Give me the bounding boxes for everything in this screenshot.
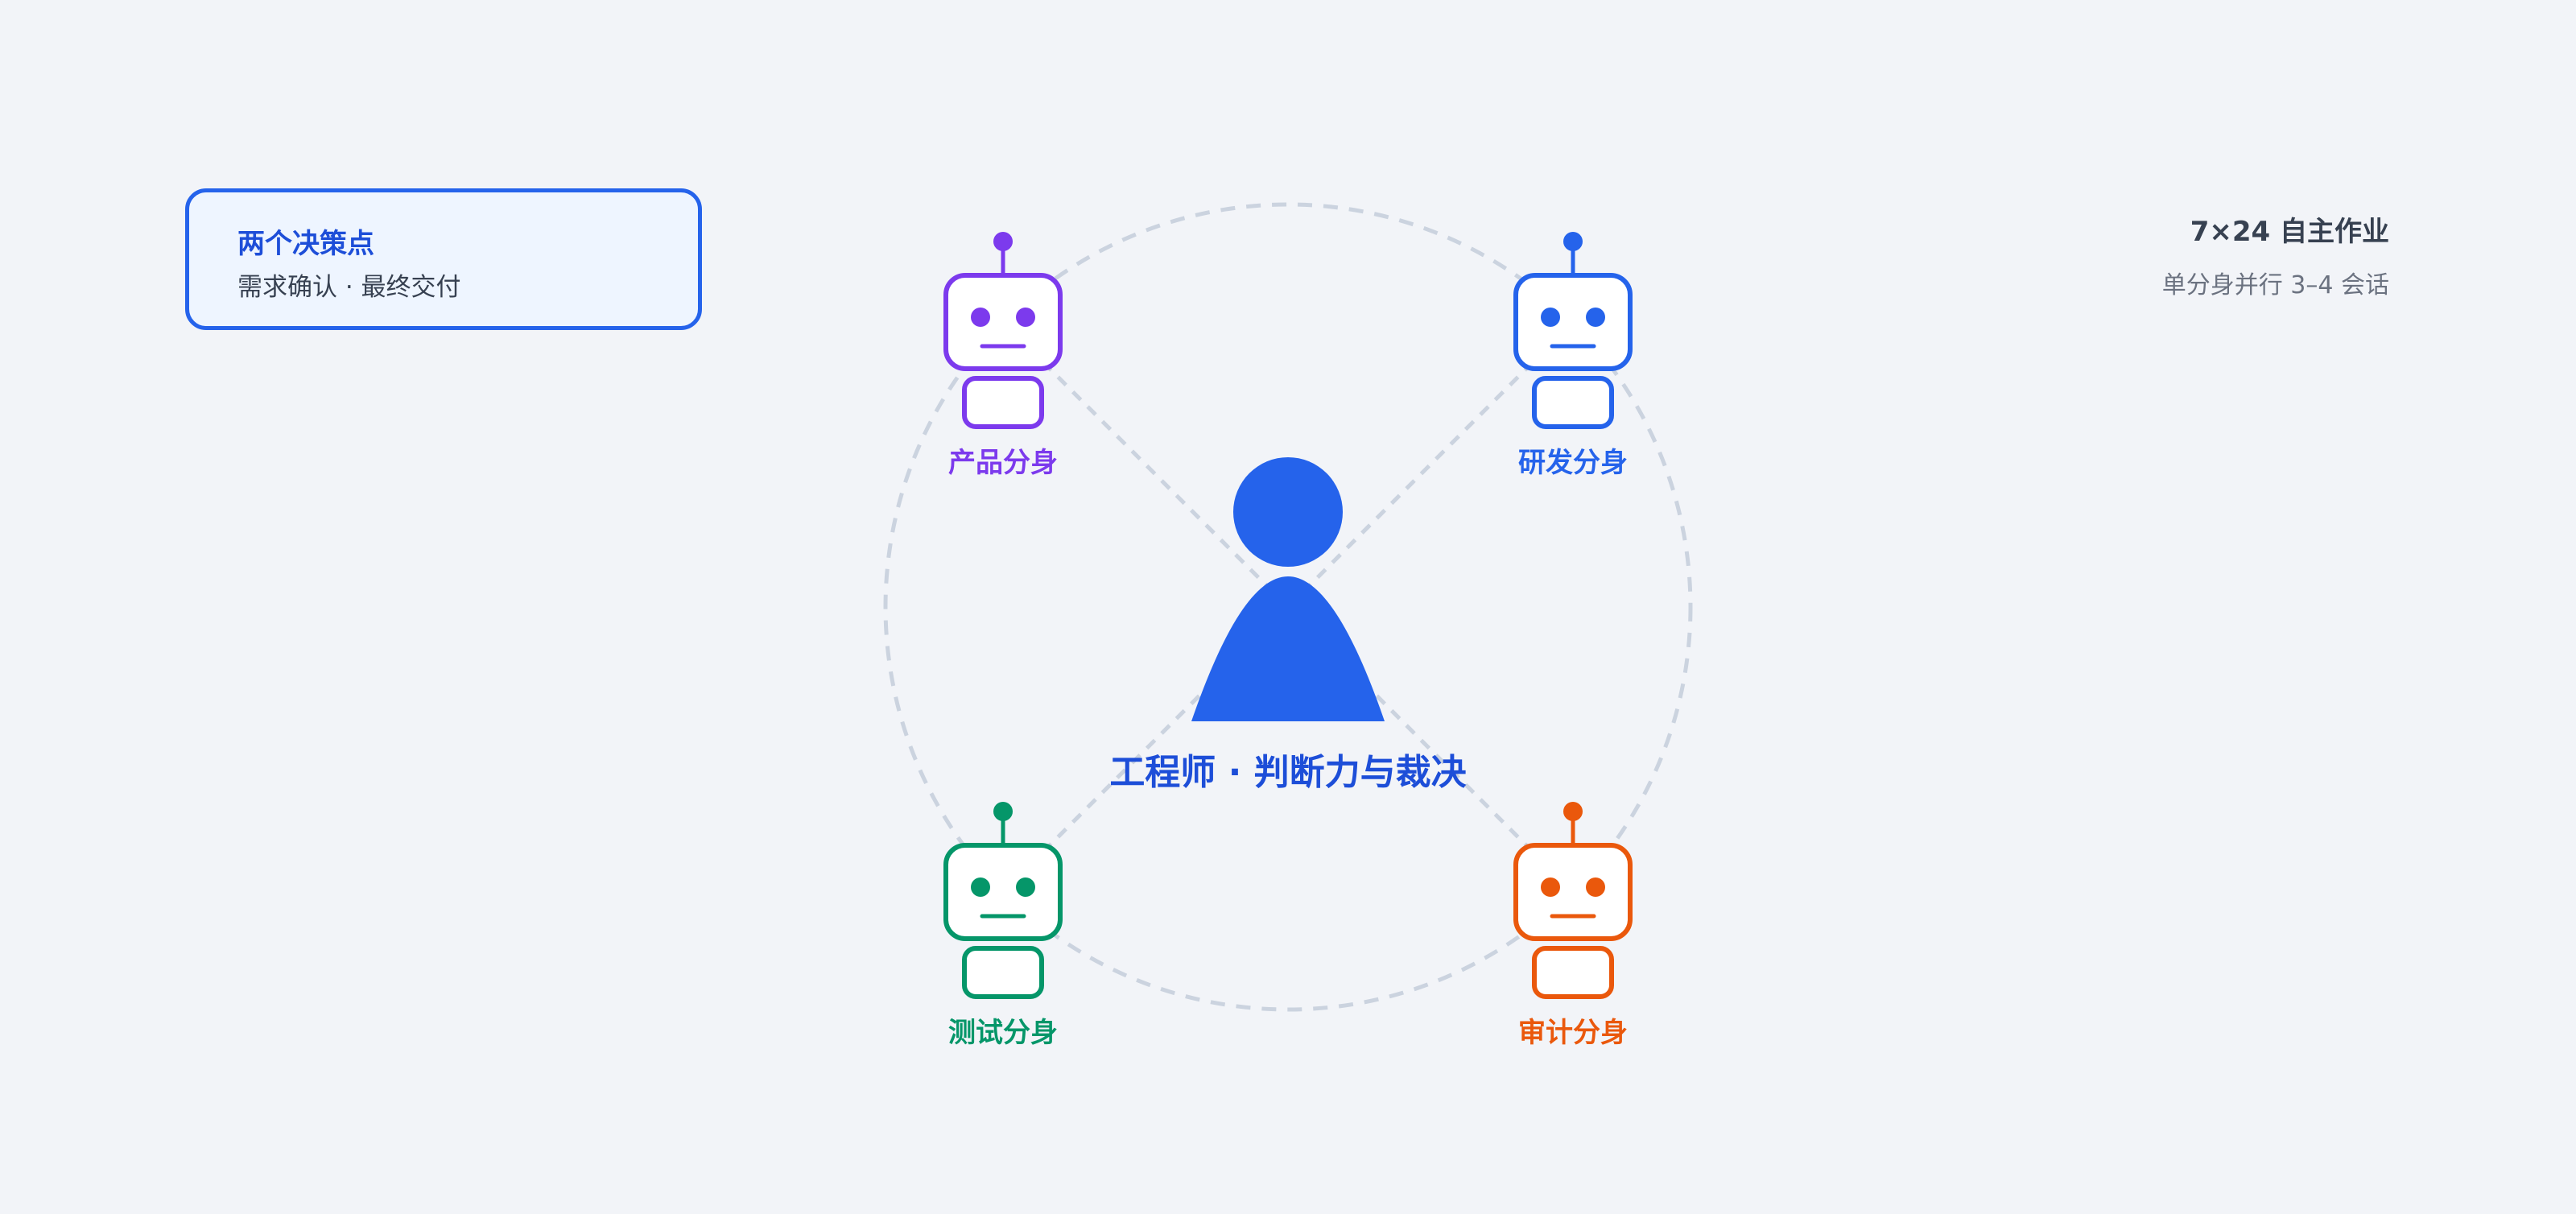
engineer-figure: 工程师 · 判断力与裁决	[1109, 457, 1467, 793]
operation-note: 7×24 自主作业 单分身并行 3–4 会话	[2162, 209, 2389, 300]
robot-eye-icon	[1586, 877, 1605, 897]
decision-points-card: 两个决策点 需求确认 · 最终交付	[185, 188, 702, 330]
robot-eye-icon	[971, 308, 990, 327]
avatar-label-product: 产品分身	[948, 447, 1058, 479]
engineer-head-icon	[1233, 457, 1343, 567]
engineer-label: 工程师 · 判断力与裁决	[1109, 752, 1466, 793]
avatar-dev: 研发分身	[1513, 232, 1633, 479]
robot-antenna-tip-icon	[1563, 802, 1583, 821]
avatar-label-audit: 审计分身	[1518, 1017, 1628, 1049]
robot-eye-icon	[1016, 308, 1035, 327]
decision-points-subtitle: 需求确认 · 最终交付	[237, 273, 461, 302]
robot-body-icon	[962, 946, 1044, 999]
robot-head-icon	[943, 843, 1063, 941]
engineer-body-icon	[1191, 576, 1385, 721]
robot-body-icon	[1532, 946, 1614, 999]
robot-head-icon	[1513, 273, 1633, 371]
avatar-label-dev: 研发分身	[1518, 447, 1628, 479]
robot-head-icon	[1513, 843, 1633, 941]
avatar-product: 产品分身	[943, 232, 1063, 479]
robot-eye-icon	[1541, 308, 1560, 327]
operation-title: 7×24 自主作业	[2190, 216, 2389, 248]
robot-eye-icon	[1586, 308, 1605, 327]
connector-line-dev	[1286, 320, 1575, 609]
avatar-label-test: 测试分身	[948, 1017, 1058, 1049]
avatar-test: 测试分身	[943, 802, 1063, 1049]
avatar-audit: 审计分身	[1513, 802, 1633, 1049]
orbit-ring	[883, 202, 1693, 1012]
decision-points-title: 两个决策点	[237, 228, 374, 260]
robot-antenna-tip-icon	[1563, 232, 1583, 251]
connector-line-product	[1001, 320, 1290, 609]
robot-eye-icon	[971, 877, 990, 897]
robot-eye-icon	[1016, 877, 1035, 897]
robot-antenna-tip-icon	[993, 232, 1013, 251]
robot-antenna-tip-icon	[993, 802, 1013, 821]
robot-body-icon	[1532, 376, 1614, 429]
robot-body-icon	[962, 376, 1044, 429]
robot-head-icon	[943, 273, 1063, 371]
operation-subtitle: 单分身并行 3–4 会话	[2161, 271, 2389, 299]
robot-eye-icon	[1541, 877, 1560, 897]
